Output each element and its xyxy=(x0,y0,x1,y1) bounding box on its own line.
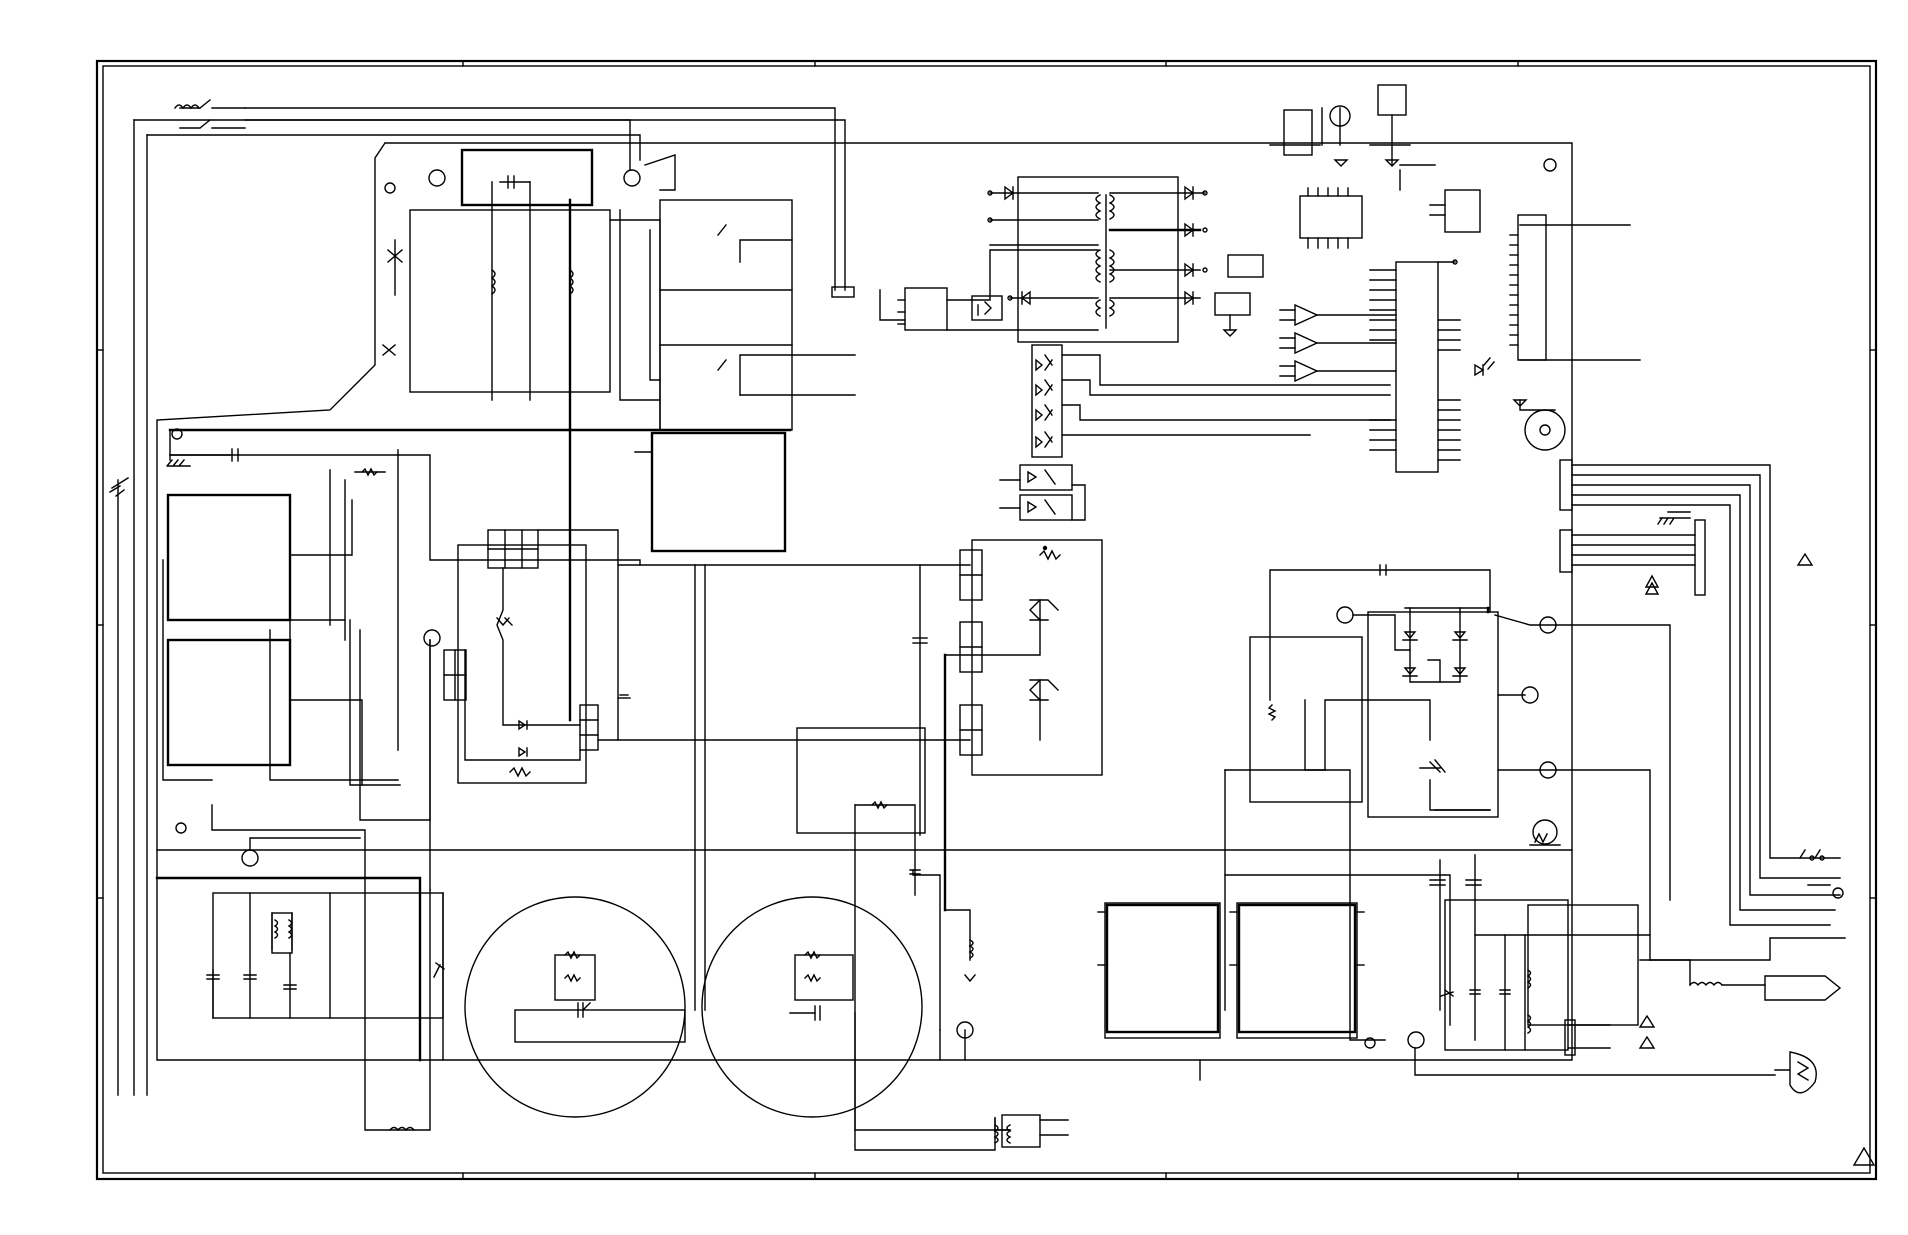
igbt-bridge xyxy=(943,539,1103,983)
ground-symbol-left xyxy=(109,477,129,497)
test-point-d xyxy=(1521,686,1539,704)
panel-connectors xyxy=(1559,459,1844,926)
fuse-holder-a xyxy=(428,169,446,187)
left-magnetics xyxy=(166,493,431,1132)
test-point-a xyxy=(423,629,441,647)
hf-board xyxy=(1444,899,1569,1051)
center-wiring xyxy=(429,289,1201,1131)
revision-triangle xyxy=(1852,1146,1876,1166)
thermistor-b xyxy=(382,344,396,356)
test-point-h xyxy=(1407,1031,1425,1049)
output-transformer xyxy=(956,1021,1069,1148)
control-board xyxy=(1269,84,1641,473)
input-inductor xyxy=(174,104,200,110)
test-point-e xyxy=(1539,616,1557,634)
sheet-frame xyxy=(95,59,1878,1181)
torch-connector xyxy=(1774,1051,1817,1094)
microcontroller xyxy=(1395,261,1439,473)
driver-ic xyxy=(1299,195,1363,239)
thermistor-a xyxy=(387,249,403,263)
igbt-driver-block xyxy=(423,529,631,784)
relay-block xyxy=(382,148,856,432)
bulk-capacitor-1 xyxy=(464,896,686,1118)
panel-switch xyxy=(1799,849,1831,886)
optocouplers xyxy=(999,344,1391,521)
test-point-c xyxy=(1336,606,1354,624)
aux-transformer xyxy=(897,176,1264,343)
test-point-g xyxy=(1364,1037,1376,1049)
rectifier-block xyxy=(1224,564,1671,1041)
power-module xyxy=(617,431,971,1011)
left-buses xyxy=(162,428,792,821)
connector-j1 xyxy=(831,286,855,298)
input-switch xyxy=(179,99,246,129)
bulk-capacitor-2 xyxy=(701,800,996,1151)
input-power-lines xyxy=(109,99,855,1096)
main-board-outline xyxy=(156,142,1573,1061)
ground-stud xyxy=(1524,409,1566,451)
fuse-holder-b xyxy=(623,169,641,187)
relay-k1 xyxy=(1283,109,1313,156)
work-clamp-plug xyxy=(1764,975,1842,1001)
emi-filter xyxy=(155,876,445,1062)
output-section xyxy=(1097,819,1846,1094)
